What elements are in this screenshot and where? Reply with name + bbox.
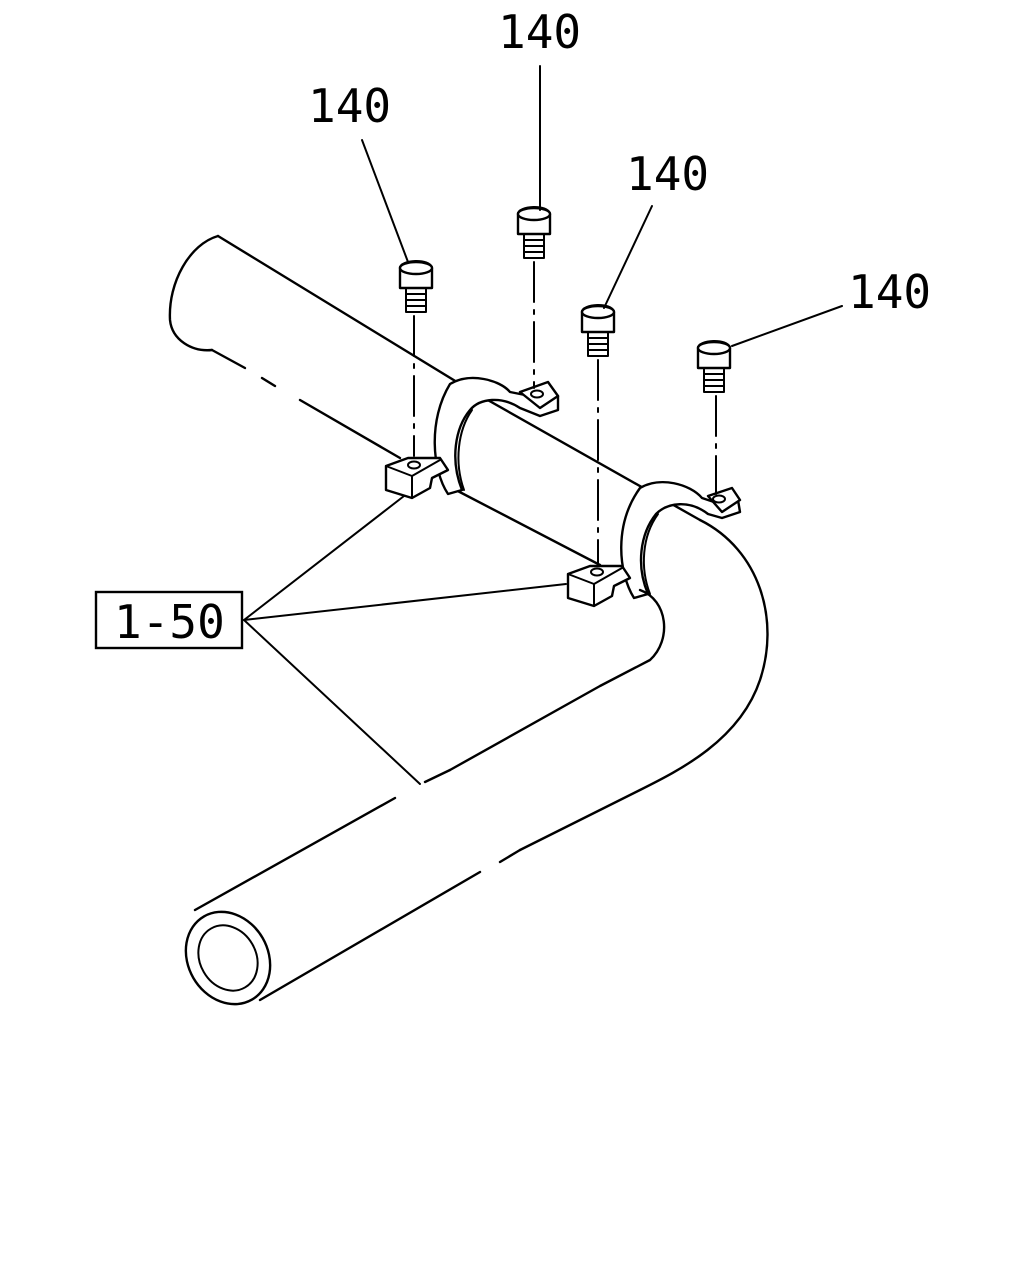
bolt-4 [696,340,732,393]
bolt-axis-lines [413,261,717,567]
pipe-lower-segment [184,768,522,1006]
leader-lines [243,65,843,785]
callout-bolt-1: 140 [308,79,391,133]
bolt-3 [580,304,616,357]
callout-bolt-2: 140 [498,5,581,59]
callout-bolt-4: 140 [848,265,931,319]
clamp-ref-box [94,590,244,650]
bolt-1 [398,260,434,313]
pipe-upper-segment [168,234,702,567]
bolt-2 [516,206,552,259]
pipe-bend [448,518,769,852]
clamp-right [566,480,742,608]
callout-bolt-3: 140 [626,147,709,201]
clamp-left [384,376,560,500]
callout-clamp-ref: 1-50 [114,595,225,649]
